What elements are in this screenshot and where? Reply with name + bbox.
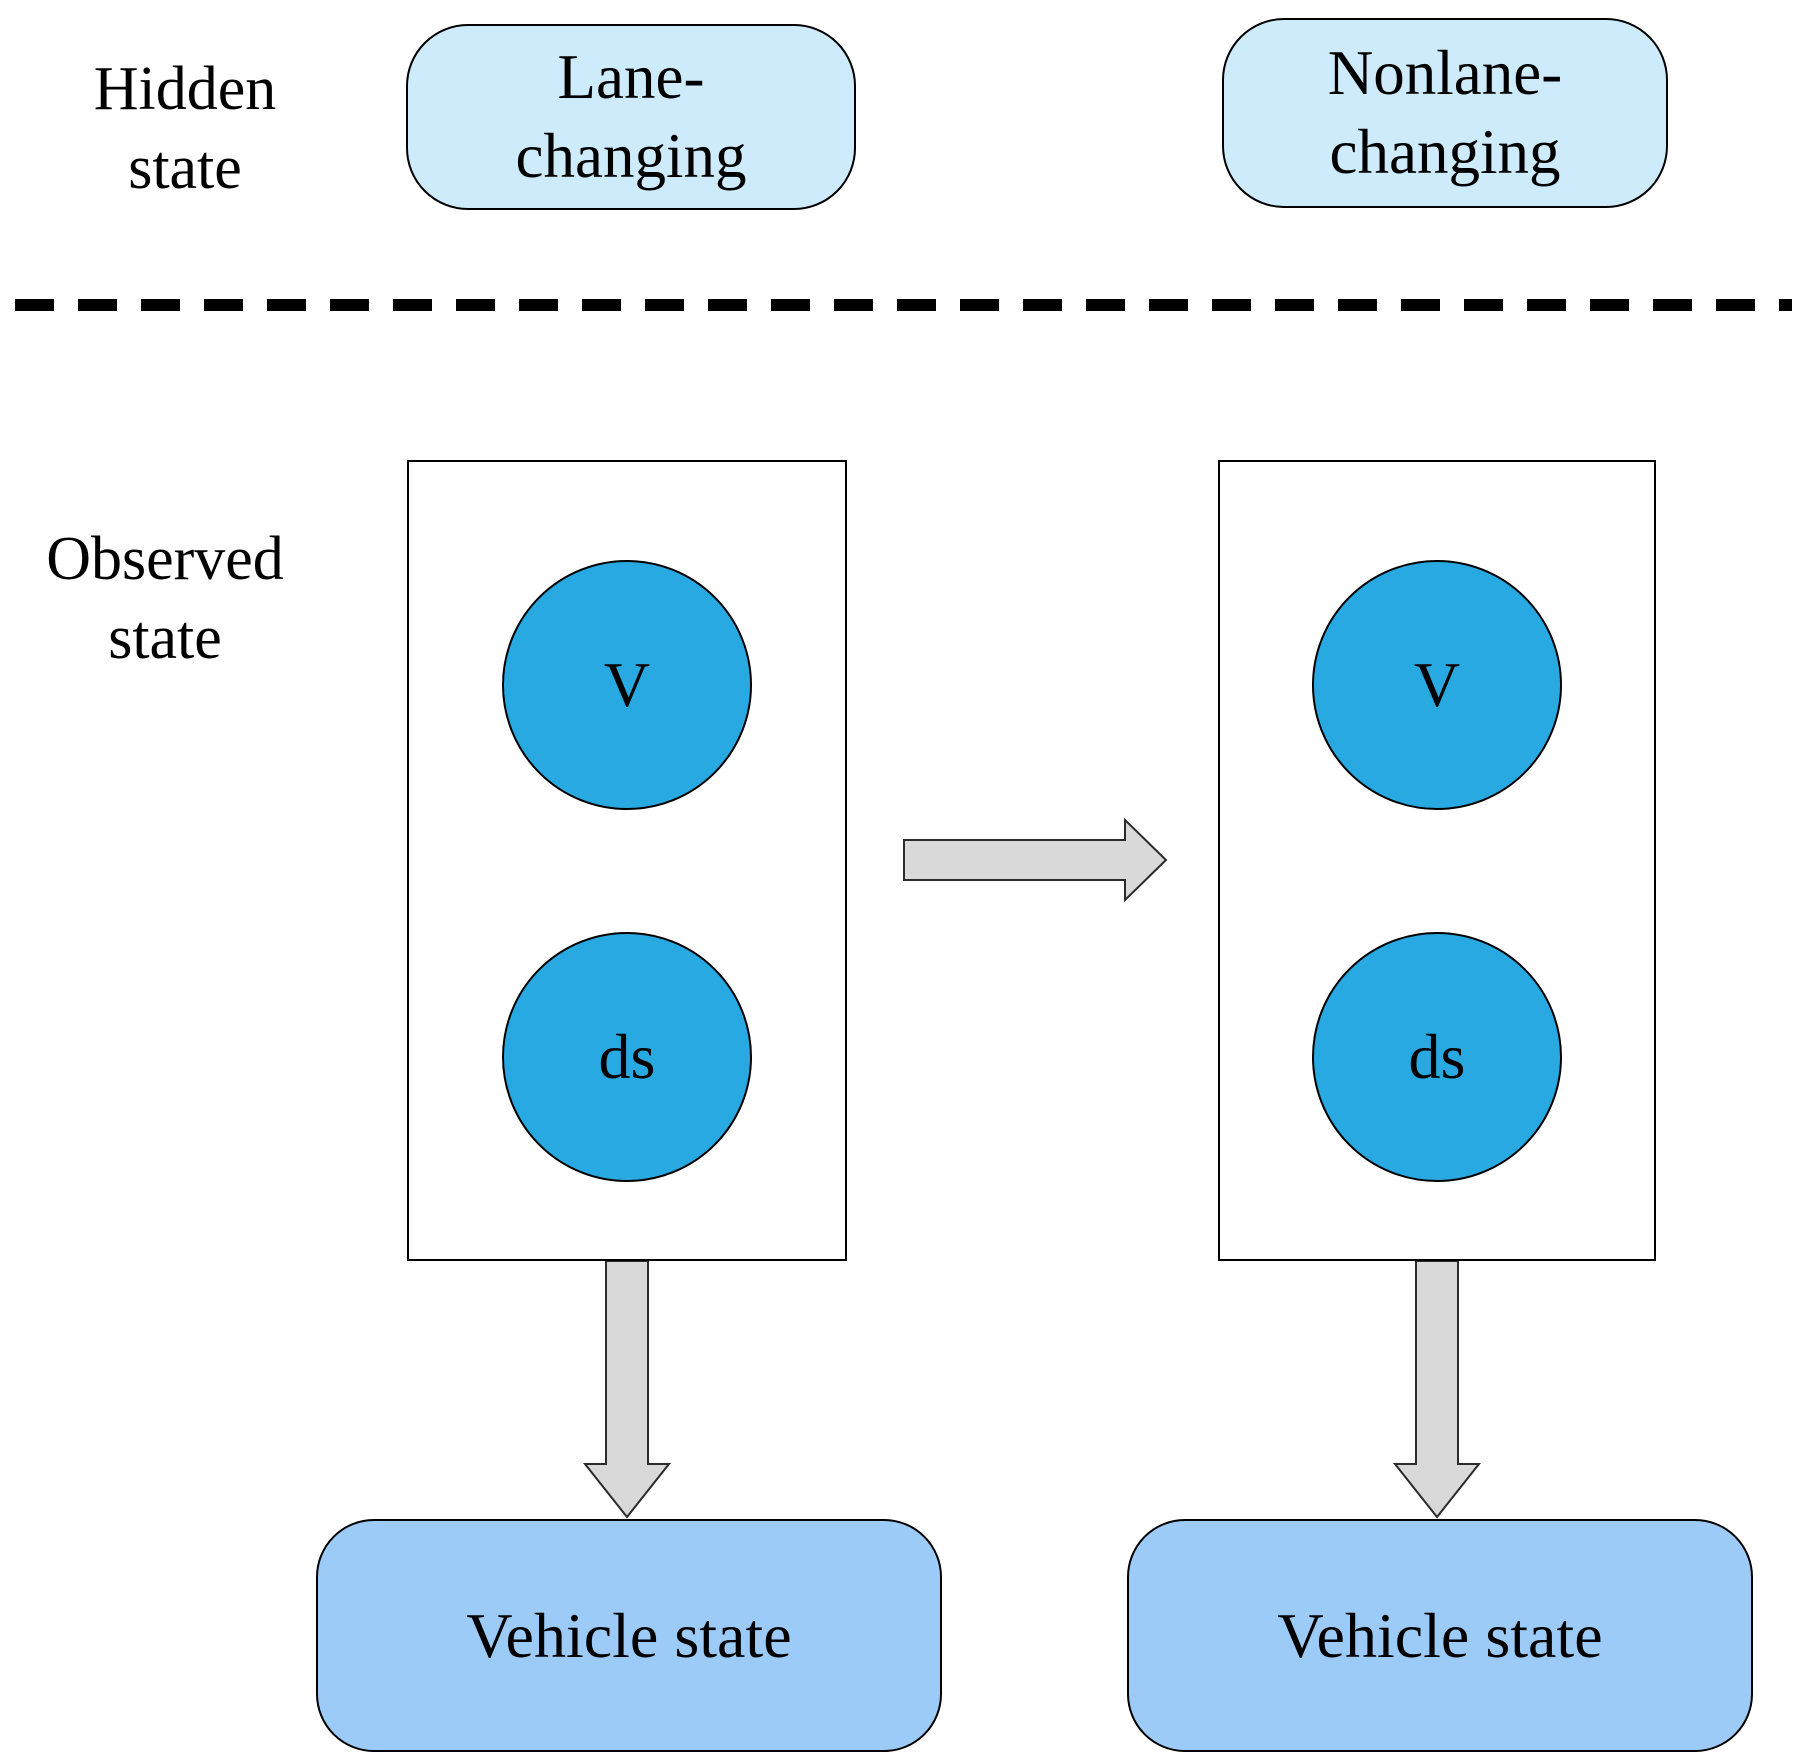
down-arrow-shape [1392, 1261, 1482, 1519]
right-arrow-icon [903, 817, 1168, 903]
down-arrow-icon-left [582, 1261, 672, 1519]
observed-group-lane-changing: V ds [407, 460, 847, 1261]
observation-node-ds-right: ds [1312, 932, 1562, 1182]
observation-node-v-left: V [502, 560, 752, 810]
vehicle-state-label: Vehicle state [466, 1599, 792, 1671]
down-arrow-icon-right [1392, 1261, 1482, 1519]
lane-changing-label: Lane-changing [515, 42, 747, 191]
observation-node-v-right: V [1312, 560, 1562, 810]
observed-group-nonlane-changing: V ds [1218, 460, 1656, 1261]
ds-node-label: ds [598, 1021, 656, 1092]
hidden-state-label: Hidden state [93, 55, 277, 203]
hidden-state-node-lane-changing: Lane-changing [406, 24, 856, 210]
hidden-observed-divider [15, 299, 1792, 311]
hidden-state-node-nonlane-changing: Nonlane-changing [1222, 18, 1668, 208]
vehicle-state-box-left: Vehicle state [316, 1519, 942, 1752]
v-node-label: V [1413, 649, 1461, 720]
observation-node-ds-left: ds [502, 932, 752, 1182]
nonlane-changing-label: Nonlane-changing [1327, 38, 1563, 187]
down-arrow-shape [582, 1261, 672, 1519]
observed-state-label: Observed state [46, 525, 284, 673]
vehicle-state-box-right: Vehicle state [1127, 1519, 1753, 1752]
ds-node-label: ds [1408, 1021, 1466, 1092]
right-arrow-shape [903, 817, 1168, 903]
v-node-label: V [603, 649, 651, 720]
vehicle-state-label: Vehicle state [1277, 1599, 1603, 1671]
